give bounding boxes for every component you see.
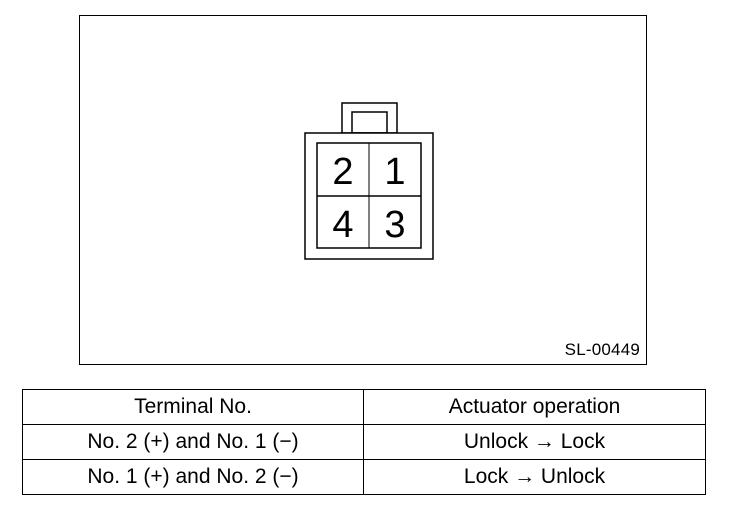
table-cell-operation: Lock → Unlock: [363, 459, 706, 495]
table-cell-terminal: No. 1 (+) and No. 2 (−): [22, 459, 364, 495]
table-row: No. 2 (+) and No. 1 (−) Unlock → Lock: [22, 424, 706, 460]
terminal-label-4: 4: [332, 204, 353, 246]
terminal-label-2: 2: [332, 151, 353, 193]
connector-lock-tab: [341, 102, 398, 134]
connector-diagram-frame: 2 1 4 3 SL-00449: [79, 15, 647, 365]
table-header-terminal: Terminal No.: [22, 389, 364, 425]
terminal-label-1: 1: [384, 151, 405, 193]
connector-lock-tab-inner: [351, 111, 388, 134]
actuator-operation-table: Terminal No. Actuator operation No. 2 (+…: [22, 389, 706, 495]
terminal-label-3: 3: [384, 204, 405, 246]
table-cell-terminal: No. 2 (+) and No. 1 (−): [22, 424, 364, 460]
connector-diagram: 2 1 4 3: [304, 102, 434, 260]
table-cell-operation: Unlock → Lock: [363, 424, 706, 460]
table-header-row: Terminal No. Actuator operation: [22, 389, 706, 425]
table-header-operation: Actuator operation: [363, 389, 706, 425]
table-row: No. 1 (+) and No. 2 (−) Lock → Unlock: [22, 459, 706, 495]
figure-id-label: SL-00449: [564, 340, 640, 359]
